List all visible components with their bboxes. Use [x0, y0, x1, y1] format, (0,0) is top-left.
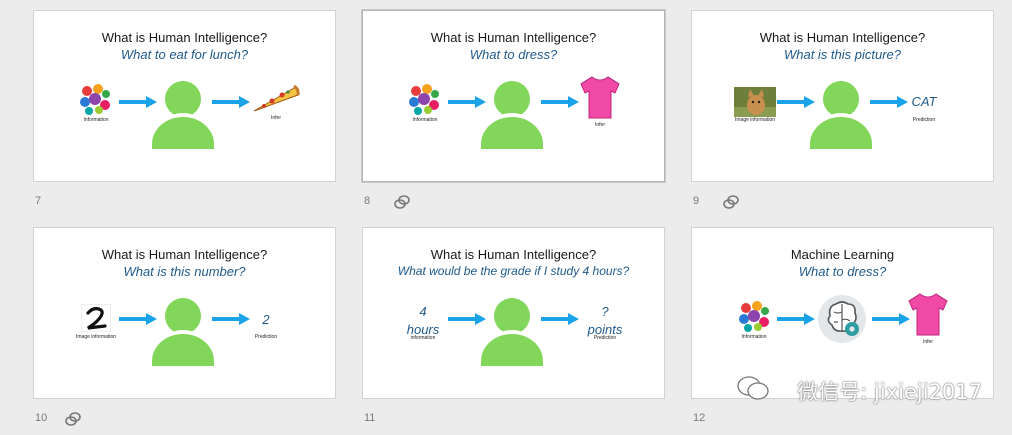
input-caption: information	[410, 335, 436, 341]
notes-link-icon[interactable]	[65, 411, 81, 427]
handwritten-digit-icon	[81, 304, 111, 332]
input-caption: Information	[83, 117, 109, 123]
arrow-right-icon	[870, 96, 908, 108]
output-caption: Prediction	[912, 117, 936, 123]
arrow-right-icon	[212, 96, 250, 108]
arrow-right-icon	[119, 313, 157, 325]
brain-gear-icon	[818, 295, 866, 343]
slide-number-12: 12	[693, 412, 706, 424]
output-value: ?	[601, 304, 609, 319]
slide-number-7: 7	[35, 195, 42, 207]
output-caption: Infer	[922, 339, 933, 345]
arrow-right-icon	[541, 96, 579, 108]
colorful-gears-icon	[739, 301, 769, 332]
person-silhouette-icon	[152, 81, 216, 149]
slide-number-8: 8	[364, 195, 371, 207]
arrow-right-icon	[872, 313, 910, 325]
notes-link-icon[interactable]	[394, 194, 410, 210]
person-silhouette-icon	[481, 298, 545, 366]
slide-subtitle: What to eat for lunch?	[120, 47, 249, 62]
arrow-right-icon	[448, 313, 486, 325]
output-caption: Infer	[594, 122, 605, 128]
slide-title: What is Human Intelligence?	[101, 247, 268, 262]
input-unit: hours	[406, 322, 440, 337]
slide-thumbnail-8[interactable]: What is Human Intelligence? What to dres…	[362, 10, 665, 182]
output-caption: Infer	[270, 115, 281, 121]
input-caption: Image information	[734, 117, 776, 123]
output-caption: Prediction	[593, 335, 617, 341]
output-unit: points	[587, 322, 623, 337]
colorful-gears-icon	[409, 84, 439, 115]
slide-subtitle: What to dress?	[798, 264, 887, 279]
person-silhouette-icon	[810, 81, 874, 149]
slide-title: What is Human Intelligence?	[430, 247, 597, 262]
slide-thumbnail-9[interactable]: What is Human Intelligence? What is this…	[691, 10, 994, 182]
arrow-right-icon	[212, 313, 250, 325]
slide-number-10: 10	[35, 412, 48, 424]
slide-number-11: 11	[364, 412, 376, 424]
slide-thumbnail-11[interactable]: What is Human Intelligence? What would b…	[362, 227, 665, 399]
arrow-right-icon	[777, 313, 815, 325]
prediction-output: 2	[262, 312, 270, 327]
slide-subtitle: What would be the grade if I study 4 hou…	[397, 264, 630, 278]
slide-subtitle: What to dress?	[469, 47, 558, 62]
person-silhouette-icon	[152, 298, 216, 366]
arrow-right-icon	[119, 96, 157, 108]
slide-thumbnail-7[interactable]: What is Human Intelligence? What to eat …	[33, 10, 336, 182]
cat-photo-icon	[734, 87, 776, 117]
slide-thumbnail-12[interactable]: Machine Learning What to dress? Informat…	[691, 227, 994, 399]
pink-tshirt-icon	[580, 76, 620, 119]
slide-subtitle: What is this picture?	[783, 47, 902, 62]
watermark-text: 微信号: jixieji2017	[797, 380, 982, 404]
pink-tshirt-icon	[908, 293, 948, 336]
slide-subtitle: What is this number?	[123, 264, 246, 279]
prediction-output: CAT	[911, 94, 937, 109]
person-silhouette-icon	[481, 81, 545, 149]
colorful-gears-icon	[80, 84, 110, 115]
input-caption: Image information	[75, 334, 117, 340]
arrow-right-icon	[448, 96, 486, 108]
input-value: 4	[419, 304, 427, 319]
input-caption: Information	[412, 117, 438, 123]
slide-thumbnail-10[interactable]: What is Human Intelligence? What is this…	[33, 227, 336, 399]
slide-title: What is Human Intelligence?	[430, 30, 597, 45]
slide-title: What is Human Intelligence?	[101, 30, 268, 45]
slide-title: Machine Learning	[790, 247, 895, 262]
arrow-right-icon	[777, 96, 815, 108]
slide-title: What is Human Intelligence?	[759, 30, 926, 45]
arrow-right-icon	[541, 313, 579, 325]
input-caption: Information	[741, 334, 767, 340]
wechat-logo-icon	[737, 376, 769, 400]
notes-link-icon[interactable]	[723, 194, 739, 210]
slide-number-9: 9	[693, 195, 700, 207]
output-caption: Prediction	[254, 334, 278, 340]
pizza-slice-icon	[253, 84, 300, 112]
